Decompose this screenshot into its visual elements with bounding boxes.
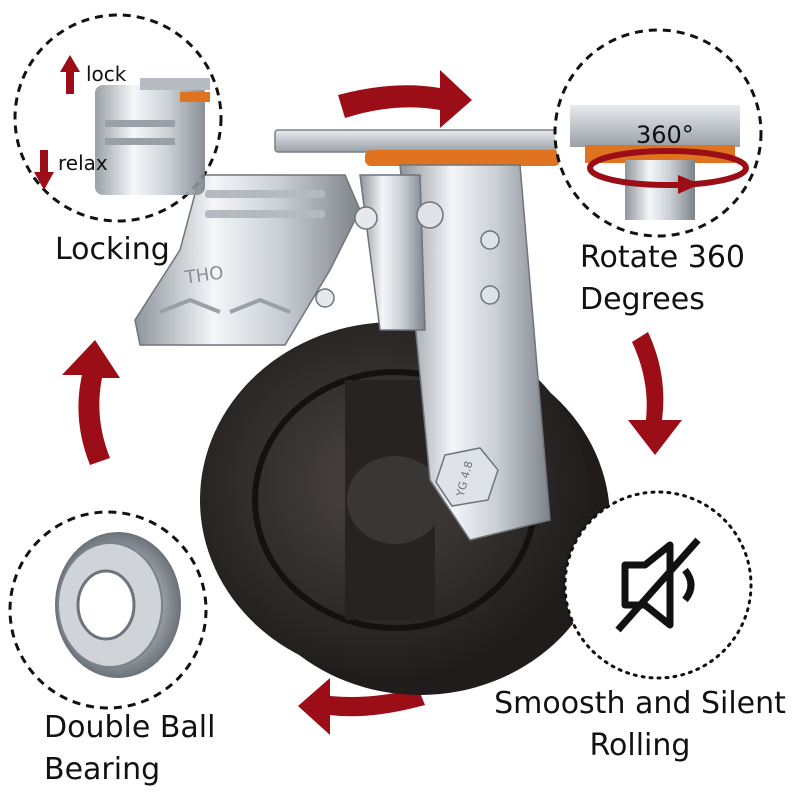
silent-detail-circle [563,490,753,680]
bearing-detail-circle [8,510,208,710]
cycle-arrow-icon [62,340,120,465]
lock-detail-circle [13,13,223,223]
locking-title: Locking [55,232,170,267]
relax-arrow-icon [34,150,54,190]
bearing-title-line1: Double Ball [44,710,216,745]
rotation-arrow-icon [587,148,749,194]
top-plate [274,129,571,166]
brake-lever [134,174,378,346]
mute-speaker-icon [615,537,701,633]
bearing-title-line2: Bearing [44,752,161,787]
relax-label: relax [58,151,108,175]
silent-title-line1: Smoosth and Silent [494,686,786,721]
silent-title-line2: Rolling [589,728,691,763]
cycle-arrow-icon [338,70,472,128]
angle-label: 360° [636,121,694,149]
rotation-detail-circle [553,28,763,238]
lock-arrow-icon [60,55,80,94]
lock-label: lock [86,62,127,86]
rotate-title-line2: Degrees [580,282,705,317]
rotate-title-line1: Rotate 360 [580,240,746,275]
cycle-arrow-icon [298,678,425,735]
cycle-arrow-icon [628,332,682,455]
